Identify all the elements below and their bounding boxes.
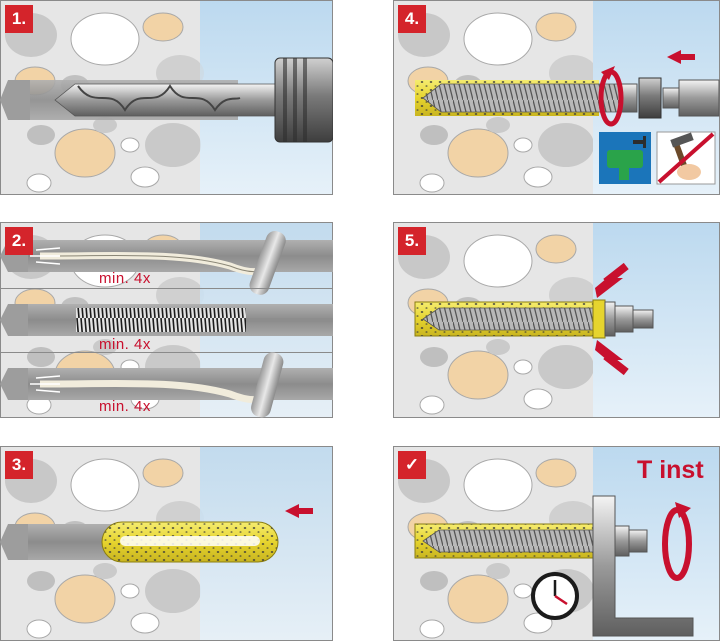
- push-arrow-icon: [595, 340, 629, 376]
- step-6-panel: ✓ T inst: [393, 446, 720, 641]
- step-1-panel: 1.: [0, 0, 333, 195]
- clock-icon: [531, 572, 579, 620]
- rotation-arrow-icon: [662, 502, 692, 581]
- step-number-badge: 3.: [5, 451, 33, 479]
- step-check-badge: ✓: [398, 451, 426, 479]
- push-arrow-icon: [595, 262, 629, 298]
- drill-icon: [599, 132, 651, 184]
- repeat-count-label: min. 4x: [99, 336, 151, 353]
- step-1-illustration: [0, 0, 333, 195]
- mortar-capsule-icon: [101, 521, 279, 563]
- mounting-bracket: [592, 495, 694, 637]
- step-number-badge: 5.: [398, 227, 426, 255]
- step-5-panel: 5.: [393, 222, 720, 418]
- repeat-count-label: min. 4x: [99, 398, 151, 415]
- forbidden-icon: [657, 132, 715, 184]
- blow-tube-icon: [249, 231, 286, 295]
- step-2-illustration: [0, 222, 333, 418]
- step-4-panel: 4.: [393, 0, 720, 195]
- step-5-illustration: [393, 222, 720, 418]
- rotation-arrow-icon: [598, 66, 624, 127]
- step-number-badge: 2.: [5, 227, 33, 255]
- cleaning-brush-icon: [76, 308, 246, 332]
- step-4-illustration: [393, 0, 720, 195]
- step-number-badge: 4.: [398, 5, 426, 33]
- step-6-illustration: [393, 446, 720, 641]
- step-3-panel: 3.: [0, 446, 333, 641]
- step-2-panel: 2. min. 4x min. 4x min. 4x: [0, 222, 333, 418]
- torque-label: T inst: [637, 456, 704, 484]
- repeat-count-label: min. 4x: [99, 270, 151, 287]
- step-3-illustration: [0, 446, 333, 641]
- step-number-badge: 1.: [5, 5, 33, 33]
